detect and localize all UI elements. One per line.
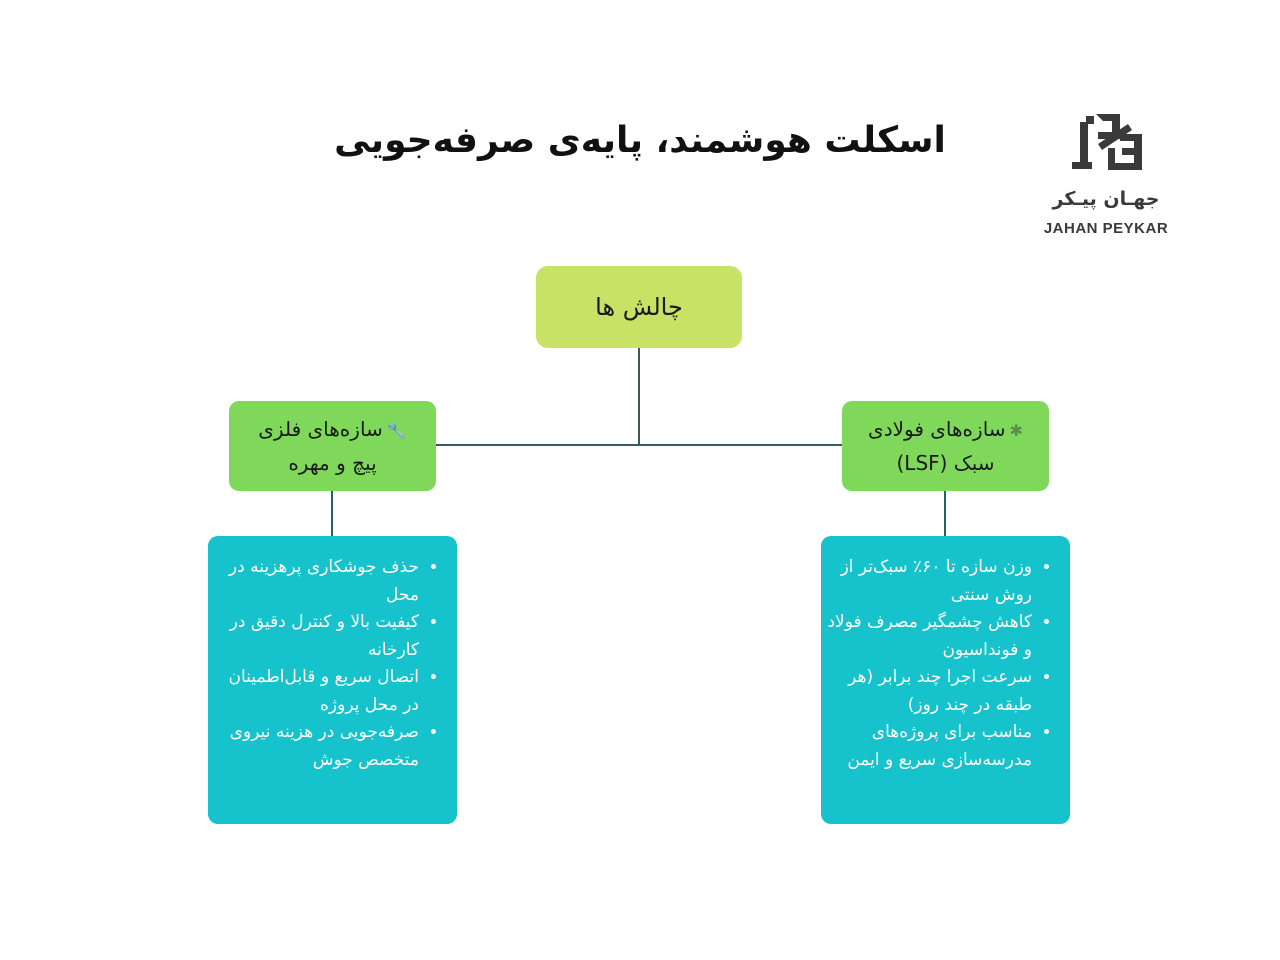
list-item: سرعت اجرا چند برابر (هر طبقه در چند روز) bbox=[825, 664, 1032, 719]
list-item: صرفه‌جویی در هزینه نیروی متخصص جوش bbox=[218, 719, 419, 774]
puzzle-icon: ✱ bbox=[1009, 420, 1023, 440]
list-item: اتصال سریع و قابل‌اطمینان در محل پروژه bbox=[218, 664, 419, 719]
category-lsf: ✱سازه‌های فولادی سبک (LSF) bbox=[842, 401, 1049, 491]
wrench-icon: 🔧 bbox=[386, 420, 407, 440]
details-bolted-steel: حذف جوشکاری پرهزینه در محل کیفیت بالا و … bbox=[208, 536, 457, 824]
root-node: چالش ها bbox=[536, 266, 742, 348]
details-lsf: وزن سازه تا ۶۰٪ سبک‌تر از روش سنتی کاهش … bbox=[821, 536, 1070, 824]
page-title: اسکلت هوشمند، پایه‌ی صرفه‌جویی bbox=[334, 120, 946, 161]
building-logo-icon bbox=[1072, 114, 1142, 170]
list-item: مناسب برای پروژه‌های مدرسه‌سازی سریع و ا… bbox=[825, 719, 1032, 774]
logo-text-english: JAHAN PEYKAR bbox=[1043, 220, 1169, 237]
list-item: کاهش چشمگیر مصرف فولاد و فونداسیون bbox=[825, 609, 1032, 664]
list-item: وزن سازه تا ۶۰٪ سبک‌تر از روش سنتی bbox=[825, 554, 1032, 609]
category-lsf-line2: سبک (LSF) bbox=[896, 450, 995, 475]
list-item: حذف جوشکاری پرهزینه در محل bbox=[218, 554, 419, 609]
root-node-label: چالش ها bbox=[595, 293, 683, 321]
details-bolted-steel-list: حذف جوشکاری پرهزینه در محل کیفیت بالا و … bbox=[218, 554, 443, 774]
list-item: کیفیت بالا و کنترل دقیق در کارخانه bbox=[218, 609, 419, 664]
category-bolted-steel: 🔧سازه‌های فلزی پیچ و مهره bbox=[229, 401, 436, 491]
logo-text-persian: جهـان پیـکر bbox=[1052, 188, 1160, 210]
logo: جهـان پیـکر JAHAN PEYKAR bbox=[1036, 100, 1176, 245]
category-bolted-steel-line1: سازه‌های فلزی bbox=[258, 416, 383, 441]
category-bolted-steel-line2: پیچ و مهره bbox=[288, 450, 377, 475]
category-lsf-line1: سازه‌های فولادی bbox=[868, 416, 1006, 441]
details-lsf-list: وزن سازه تا ۶۰٪ سبک‌تر از روش سنتی کاهش … bbox=[825, 554, 1056, 774]
